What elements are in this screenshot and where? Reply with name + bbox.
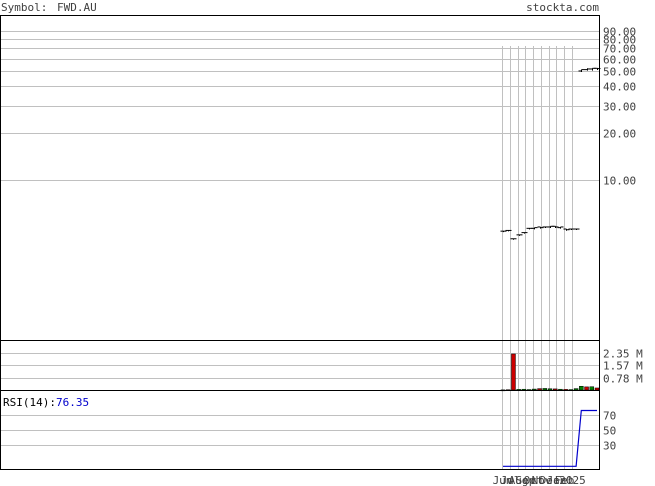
rsi-grid [1,415,599,446]
rsi-tick-label: 30 [603,440,616,453]
price-tick-label: 70.00 [603,43,636,56]
rsi-tick-label: 50 [603,425,616,438]
x-axis-label: Feb [555,474,575,486]
site-name: stockta.com [526,1,599,14]
price-tick-label: 40.00 [603,81,636,94]
x-axis-label: Aug [509,474,529,486]
volume-bar [552,388,558,391]
x-axis-label: Jun [493,474,513,486]
rsi-series [503,409,597,467]
price-tick-label: 80.00 [603,34,636,47]
volume-bar [537,388,542,391]
symbol-value: FWD.AU [57,1,97,14]
price-tick-label: 20.00 [603,128,636,141]
volume-tick-labels: 2.35 M1.57 M0.78 M [603,348,643,386]
volume-bar [532,388,537,391]
x-axis-label: Jul [501,474,521,486]
x-axis-label: 2025 [559,474,586,486]
volume-bar [511,353,516,391]
volume-bar [579,385,584,391]
volume-bar [594,387,600,391]
symbol-label: Symbol: [1,1,47,14]
price-tick-label: 10.00 [603,175,636,188]
price-grid [1,31,599,181]
x-axis-label: Oct [524,474,544,486]
x-axis-label: Nov [532,474,552,486]
volume-bars [500,353,600,392]
vertical-gridlines [502,46,573,469]
volume-tick-label: 0.78 M [603,373,643,386]
volume-grid [1,353,599,379]
volume-bar [573,388,579,391]
volume-tick-label: 2.35 M [603,348,643,361]
price-panel-frame [0,15,600,341]
volume-bar [584,386,589,391]
rsi-tick-label: 70 [603,410,616,423]
rsi-panel-frame [0,390,600,470]
x-axis-label: Dec [540,474,560,486]
x-axis-label: Jan [547,474,567,486]
x-axis-label: Sep [516,474,536,486]
price-bars [500,67,601,240]
rsi-current-value: 76.35 [56,396,89,409]
rsi-label: RSI(14):76.35 [3,396,89,409]
price-tick-label: 30.00 [603,101,636,114]
volume-bar [589,386,595,391]
rsi-line [503,409,597,467]
volume-tick-label: 1.57 M [603,360,643,373]
price-tick-label: 90.00 [603,26,636,39]
volume-bar [547,388,553,391]
rsi-tick-labels: 70 50 30 [603,410,616,453]
price-tick-label: 50.00 [603,66,636,79]
rsi-label-text: RSI(14): [3,396,56,409]
price-tick-label: 60.00 [603,54,636,67]
volume-bar [542,388,548,391]
